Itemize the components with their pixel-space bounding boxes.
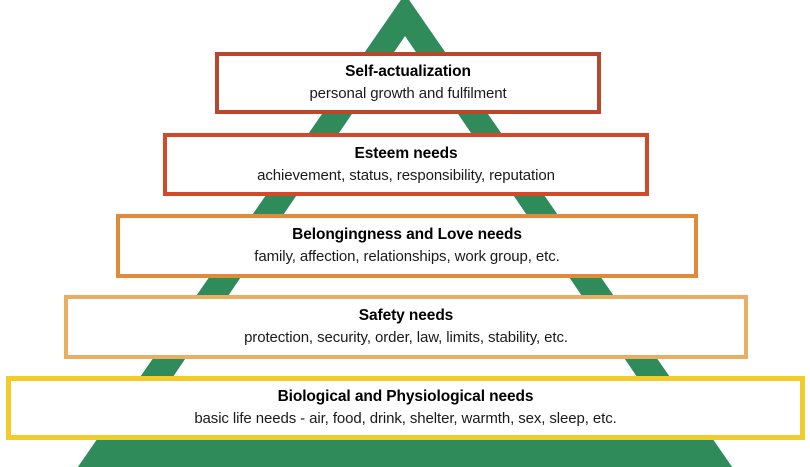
level-description: personal growth and fulfilment [309,85,507,103]
pyramid-level-self-actualization: Self-actualization personal growth and f… [215,52,601,114]
level-description: family, affection, relationships, work g… [254,248,560,266]
pyramid-level-safety-needs: Safety needs protection, security, order… [64,295,748,359]
pyramid-level-biological-and-physiological-needs: Biological and Physiological needs basic… [6,376,805,440]
level-title: Biological and Physiological needs [277,388,534,406]
level-title: Belongingness and Love needs [292,226,522,244]
pyramid-level-esteem-needs: Esteem needs achievement, status, respon… [163,133,649,196]
level-description: achievement, status, responsibility, rep… [257,166,555,184]
pyramid-level-belongingness-and-love-needs: Belongingness and Love needs family, aff… [116,214,698,278]
level-description: basic life needs - air, food, drink, she… [194,410,617,428]
level-title: Safety needs [358,307,454,325]
level-description: protection, security, order, law, limits… [244,329,568,347]
level-title: Esteem needs [354,144,458,162]
level-title: Self-actualization [345,63,471,81]
